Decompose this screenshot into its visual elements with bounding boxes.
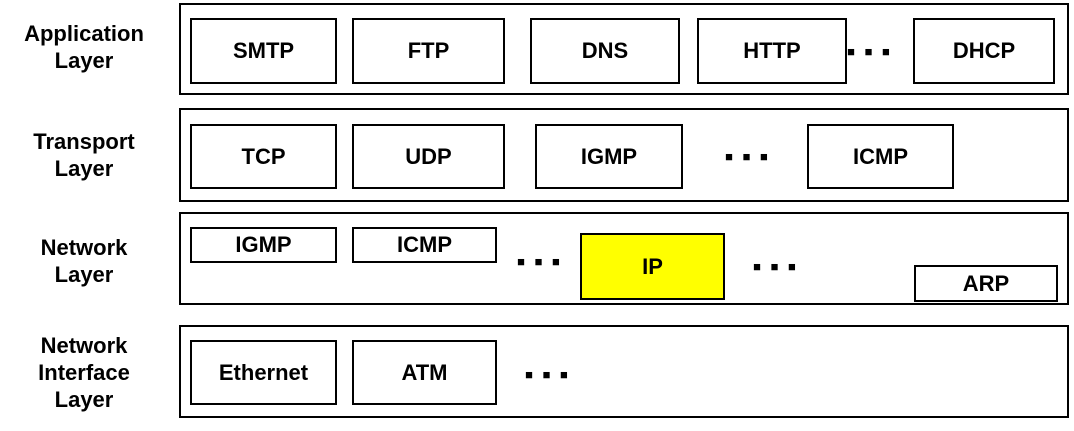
transport-layer-row: TCP UDP IGMP ■ ■ ■ ICMP: [179, 108, 1069, 202]
protocol-box-atm: ATM: [352, 340, 497, 405]
ellipsis-icon: ■ ■ ■: [847, 43, 893, 59]
ellipsis-icon: ■ ■ ■: [753, 258, 799, 274]
protocol-box-ethernet: Ethernet: [190, 340, 337, 405]
ellipsis-icon: ■ ■ ■: [725, 148, 771, 164]
layer-label-transport: Transport Layer: [33, 129, 135, 181]
protocol-box-dhcp: DHCP: [913, 18, 1055, 84]
ellipsis-icon: ■ ■ ■: [525, 366, 571, 382]
protocol-box-arp: ARP: [914, 265, 1058, 302]
protocol-box-udp: UDP: [352, 124, 505, 189]
application-layer-row: SMTP FTP DNS HTTP ■ ■ ■ DHCP: [179, 3, 1069, 95]
protocol-box-igmp-network: IGMP: [190, 227, 337, 263]
protocol-box-dns: DNS: [530, 18, 680, 84]
protocol-box-igmp-transport: IGMP: [535, 124, 683, 189]
protocol-box-tcp: TCP: [190, 124, 337, 189]
protocol-box-icmp-network: ICMP: [352, 227, 497, 263]
protocol-box-smtp: SMTP: [190, 18, 337, 84]
protocol-box-ip-highlighted: IP: [580, 233, 725, 300]
protocol-box-icmp-transport: ICMP: [807, 124, 954, 189]
network-interface-layer-row: Ethernet ATM ■ ■ ■: [179, 325, 1069, 418]
layer-label-application: Application Layer: [24, 21, 144, 73]
protocol-box-http: HTTP: [697, 18, 847, 84]
layer-label-network: Network Layer: [40, 235, 128, 287]
ellipsis-icon: ■ ■ ■: [517, 253, 563, 269]
protocol-box-ftp: FTP: [352, 18, 505, 84]
network-layer-row: IGMP ICMP ■ ■ ■ IP ■ ■ ■ ARP: [179, 212, 1069, 305]
layer-label-network-interface: Network Interface Layer: [38, 333, 130, 412]
